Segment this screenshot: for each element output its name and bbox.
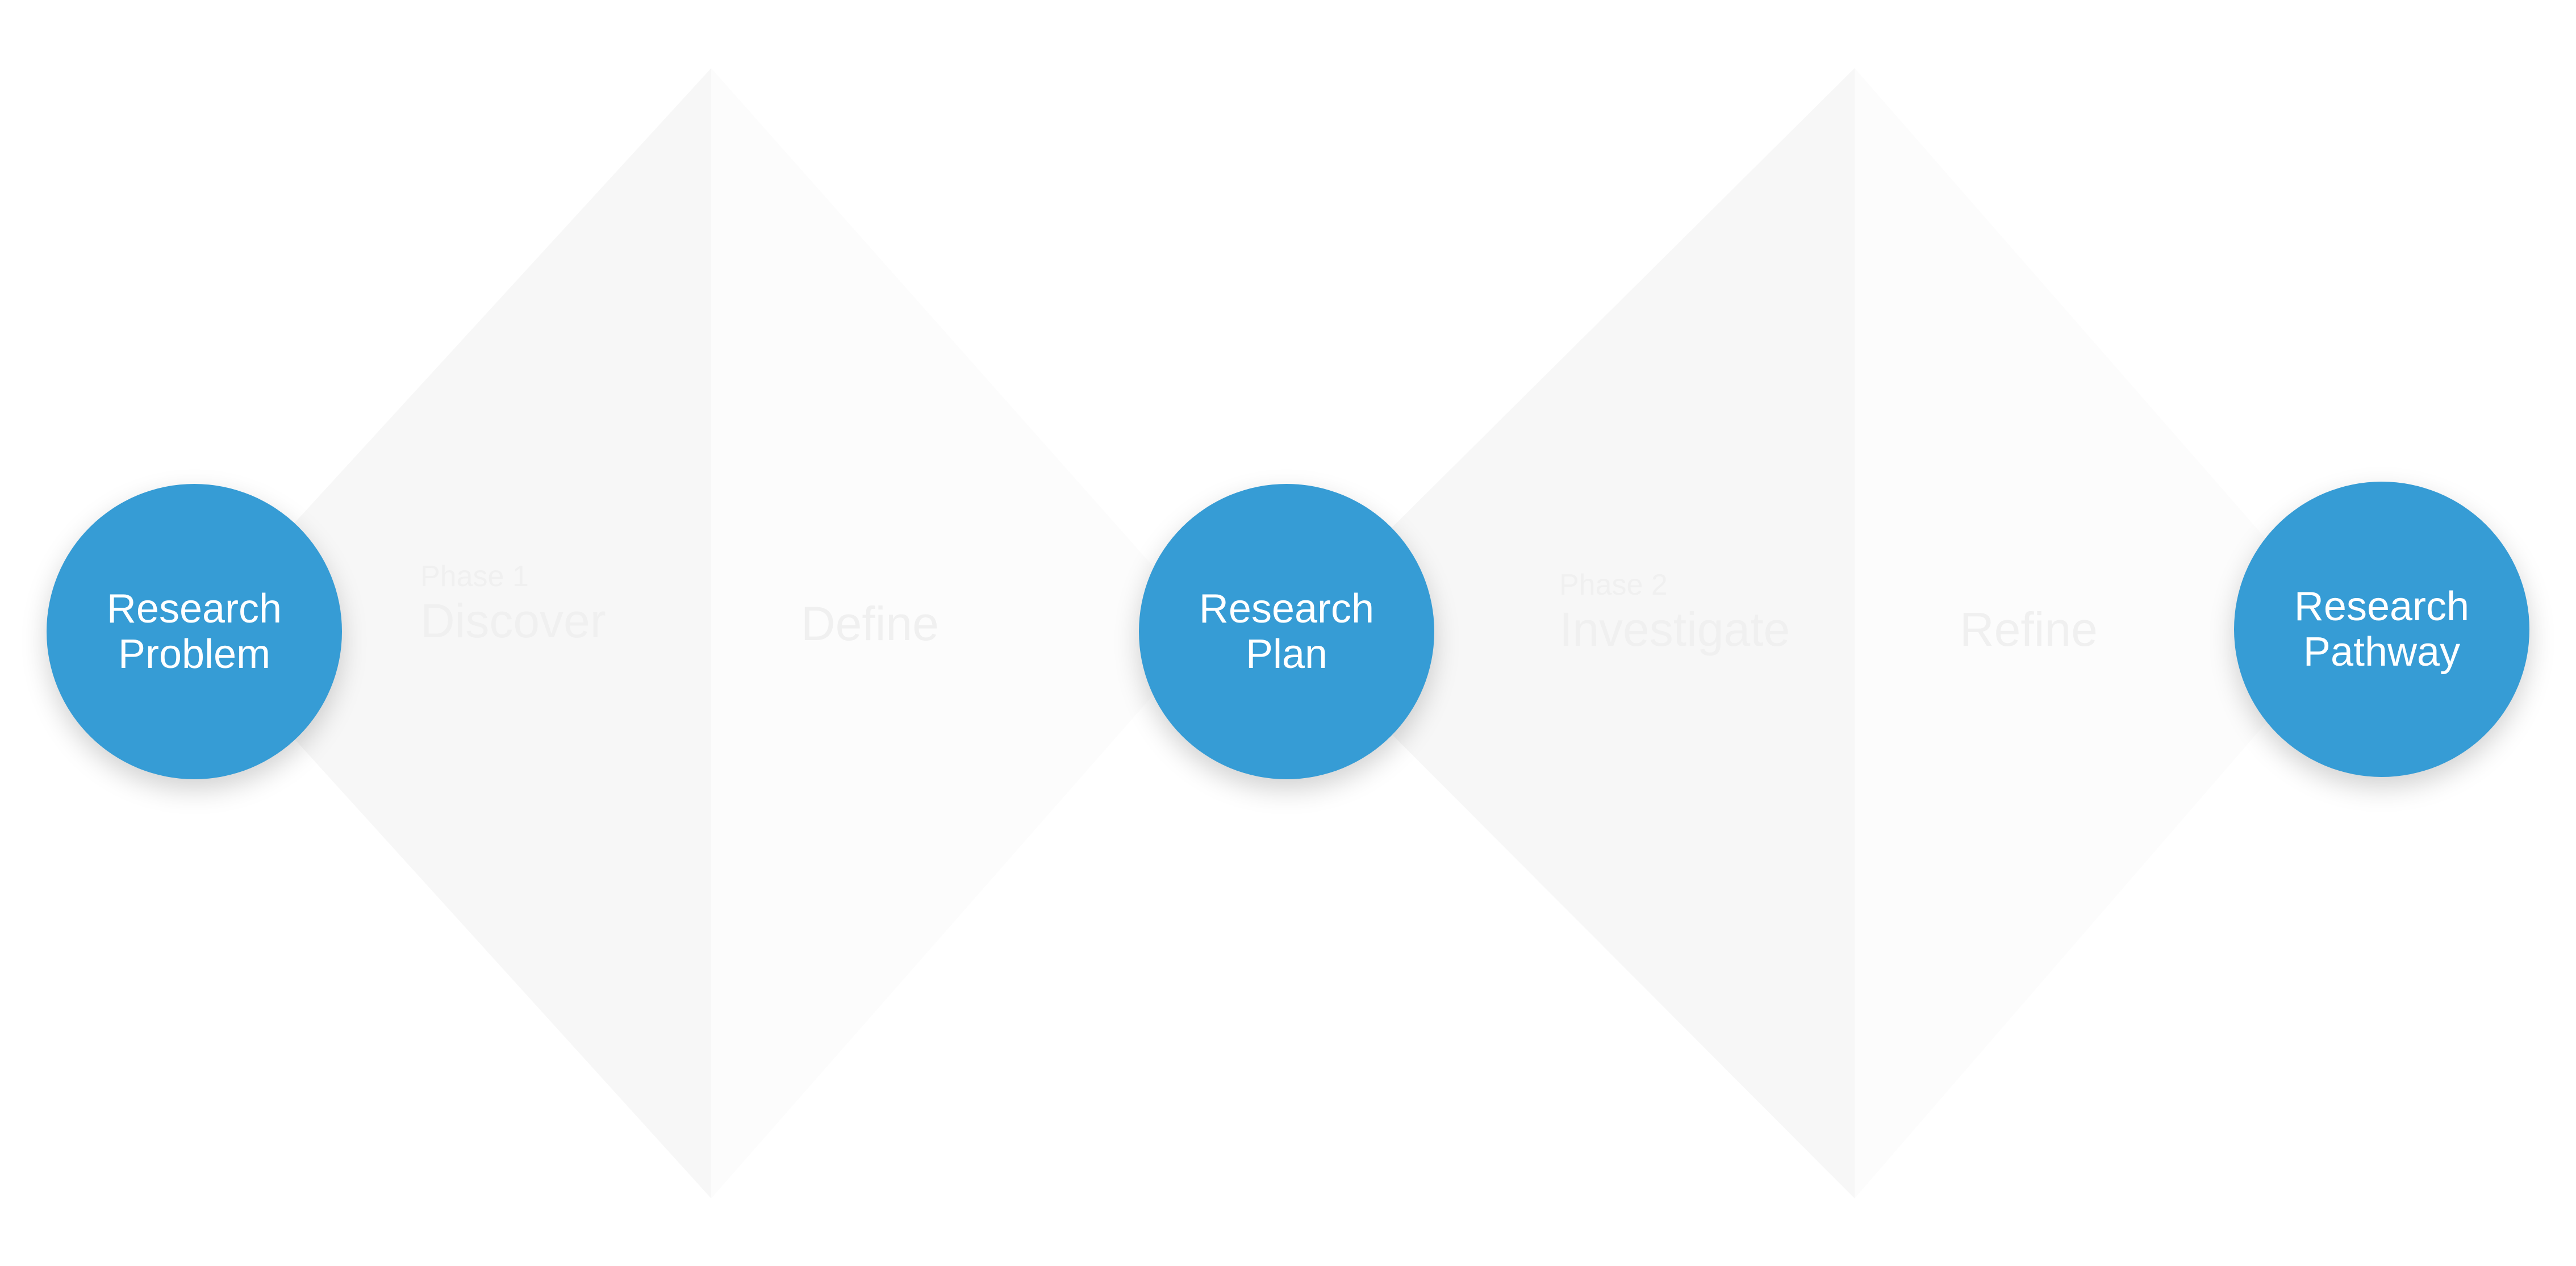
diamond-1-diverge xyxy=(196,68,711,1198)
node-research-pathway: Research Pathway xyxy=(2234,482,2529,777)
phase-2-label: Phase 2 Investigate xyxy=(1559,568,1790,657)
phase-2-name: Investigate xyxy=(1559,603,1790,656)
phase-1-label: Phase 1 Discover xyxy=(420,559,606,648)
node-research-pathway-line1: Research xyxy=(2294,584,2470,629)
phase-2-next-stage: Refine xyxy=(1960,603,2098,656)
node-research-problem-line2: Problem xyxy=(118,632,271,677)
diamond-2-diverge xyxy=(1288,68,1855,1198)
node-research-problem: Research Problem xyxy=(47,484,342,779)
node-research-plan-line2: Plan xyxy=(1245,632,1328,677)
diamond-1-converge xyxy=(711,68,1210,1198)
phase-1-number: Phase 1 xyxy=(420,560,529,593)
phase-2-number: Phase 2 xyxy=(1559,569,1668,601)
phase-1-name: Discover xyxy=(420,594,606,647)
node-research-pathway-line2: Pathway xyxy=(2303,629,2461,675)
node-research-problem-line1: Research xyxy=(106,586,282,632)
node-research-plan: Research Plan xyxy=(1139,484,1434,779)
phase-1-next-stage: Define xyxy=(801,597,939,650)
diamond-2-converge xyxy=(1855,68,2346,1198)
node-research-plan-line1: Research xyxy=(1199,586,1375,632)
